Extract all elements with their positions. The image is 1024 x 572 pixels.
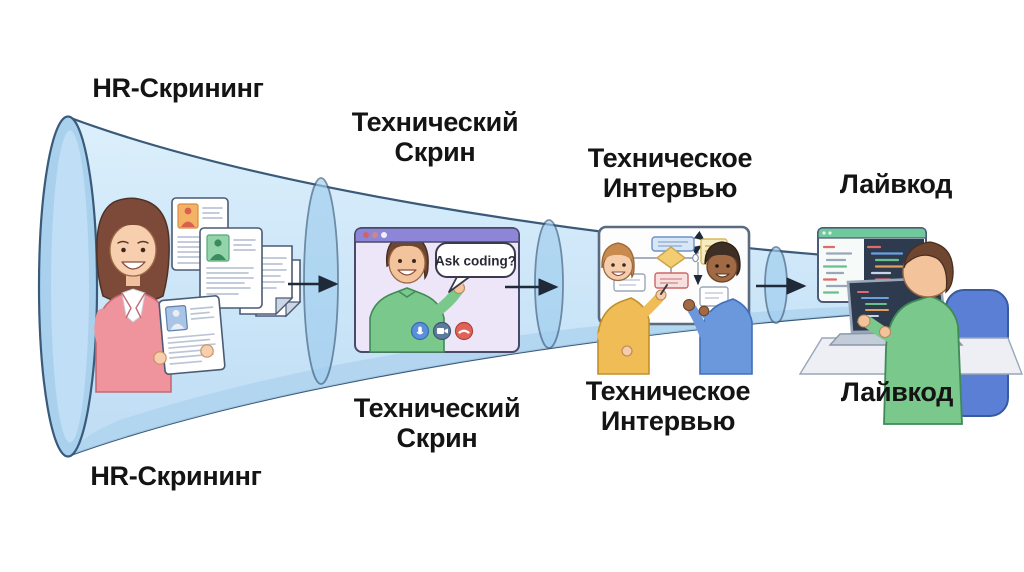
speech-bubble: Ask coding?	[435, 242, 516, 293]
funnel-ring-2	[534, 219, 564, 349]
funnel-rim-inner	[51, 130, 89, 443]
face	[388, 242, 426, 284]
editor-titlebar	[817, 227, 927, 239]
funnel-ring-1	[303, 177, 339, 385]
developer-figure	[857, 241, 963, 425]
stage-arrows	[288, 275, 807, 296]
hr-screening-scene	[94, 197, 302, 393]
livecode-scene	[798, 227, 1024, 425]
call-controls	[410, 321, 474, 341]
flowchart-node-red	[654, 272, 689, 289]
hand	[621, 345, 633, 357]
window-titlebar	[354, 227, 520, 243]
interviewer-figure	[597, 242, 668, 375]
hand	[857, 314, 871, 328]
hand	[698, 305, 710, 317]
stage-label-tech-screen-bottom: Технический Скрин	[353, 393, 521, 454]
hand	[878, 325, 892, 339]
stage-label-livecode-bottom: Лайвкод	[840, 377, 954, 407]
resume-card-3	[158, 295, 226, 375]
funnel-rings	[303, 177, 788, 385]
hand	[153, 351, 167, 365]
stage-label-tech-interview-top: Техническое Интервью	[587, 143, 753, 204]
marker-pen	[660, 284, 668, 295]
hand	[200, 344, 214, 358]
resume-card-2	[199, 227, 263, 309]
stage-label-hr-bottom: HR-Скрининг	[90, 461, 262, 491]
avatar-icon	[206, 234, 230, 262]
video-call-window: Ask coding?	[354, 227, 520, 353]
speech-bubble-text: Ask coding?	[435, 254, 516, 269]
smile	[121, 261, 146, 270]
note-white	[699, 286, 729, 307]
avatar-icon	[165, 305, 188, 332]
interview-candidate-figure	[682, 241, 753, 375]
window-controls-icon	[363, 232, 387, 238]
hand	[682, 298, 696, 312]
flowchart-diamond	[655, 246, 687, 269]
stage-label-tech-screen-top: Технический Скрин	[351, 107, 519, 168]
left-arm	[94, 308, 161, 367]
stage-label-hr-top: HR-Скрининг	[92, 73, 264, 103]
hair	[903, 241, 954, 294]
stage-label-tech-interview-bottom: Техническое Интервью	[585, 376, 751, 437]
tech-interview-scene	[597, 225, 753, 375]
stage-label-livecode-top: Лайвкод	[839, 169, 953, 199]
avatar-icon	[177, 203, 199, 229]
